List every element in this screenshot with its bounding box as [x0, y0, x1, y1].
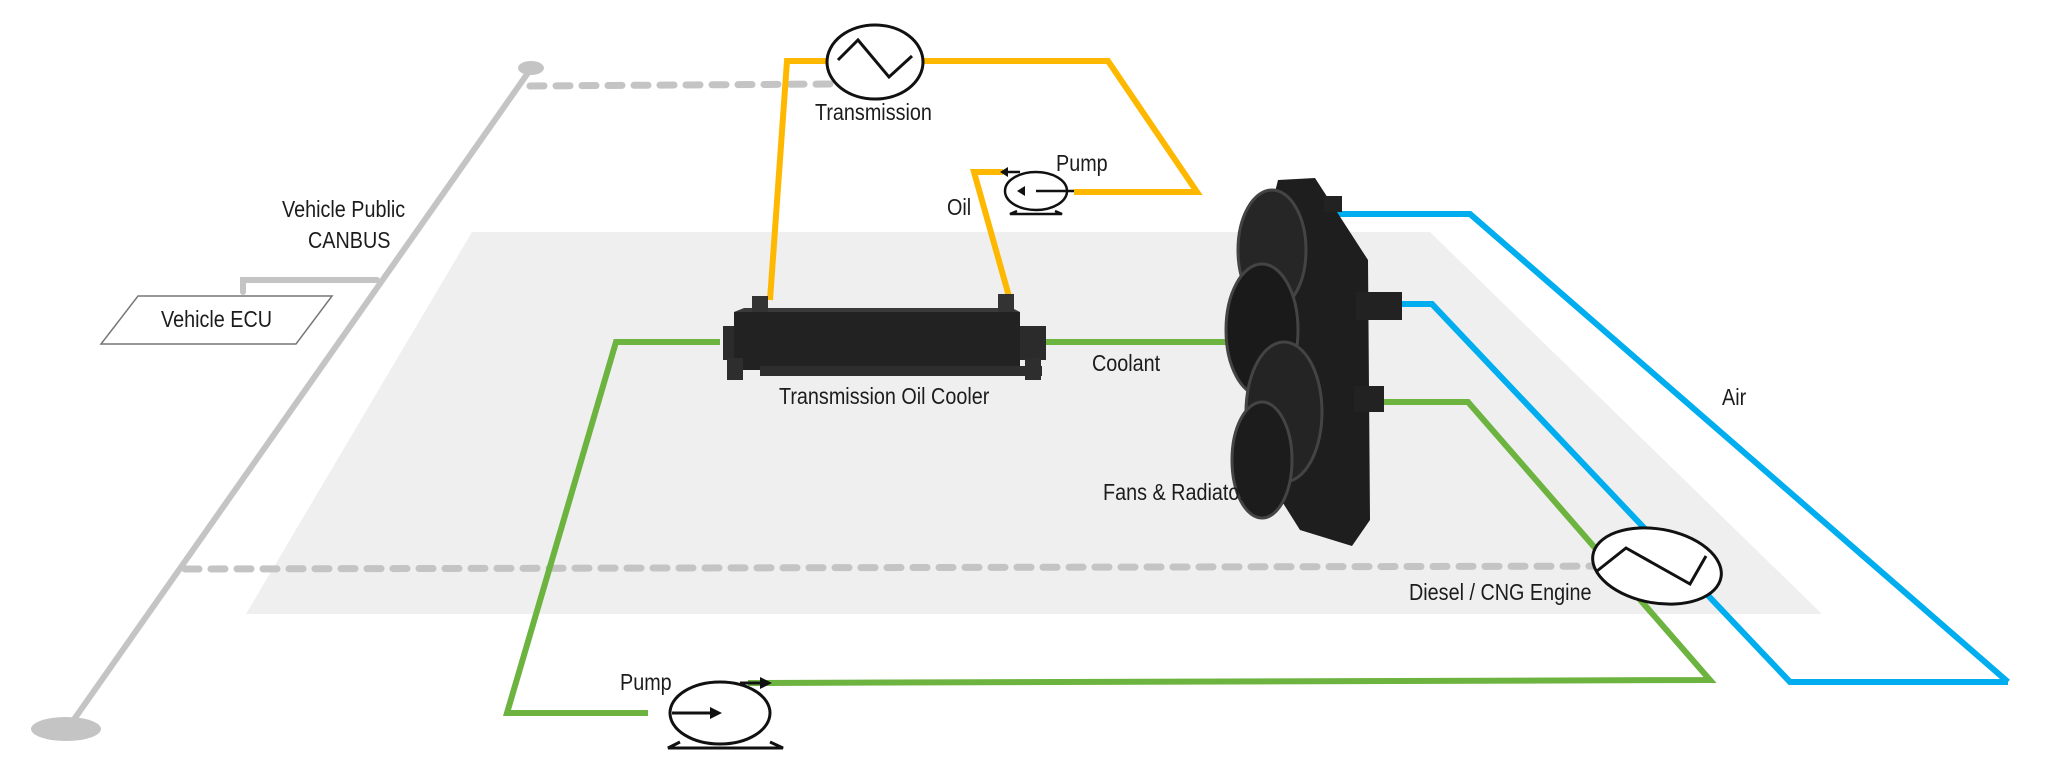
engine-heat-exchanger-icon	[1591, 526, 1723, 606]
ecu-link-line	[240, 277, 380, 295]
canbus-main-line	[65, 67, 533, 731]
oil-pump-label: Pump	[1056, 150, 1108, 176]
fans-radiator-label: Fans & Radiator	[1103, 479, 1246, 505]
canbus-bottom-terminal	[31, 717, 101, 741]
canbus-dashed-upper	[526, 80, 834, 90]
oil-label: Oil	[947, 194, 972, 220]
air-line-outer	[1330, 211, 2010, 685]
canbus-label-line2: CANBUS	[308, 227, 391, 253]
coolant-pump-label: Pump	[620, 669, 672, 695]
vehicle-ecu-box	[99, 295, 334, 345]
oil-line-pump-cooler	[970, 169, 1013, 301]
oil-line-top-left	[767, 58, 830, 301]
coolant-line-left	[502, 339, 720, 716]
vehicle-ecu-label: Vehicle ECU	[161, 306, 273, 332]
canbus-dashed-lower	[181, 562, 1664, 573]
air-line-inner	[1400, 301, 2008, 685]
vehicle-floor-plane	[246, 232, 1822, 614]
coolant-label: Coolant	[1092, 350, 1161, 376]
canbus-label-line1: Vehicle Public	[282, 196, 406, 222]
engine-label: Diesel / CNG Engine	[1409, 579, 1592, 605]
canbus-top-terminal	[518, 61, 544, 75]
air-loop	[1330, 211, 2010, 685]
fans-radiator-image	[1224, 178, 1402, 546]
coolant-pump-icon	[667, 677, 784, 750]
transmission-heat-exchanger-icon	[825, 23, 925, 101]
oil-cooler-label: Transmission Oil Cooler	[779, 383, 990, 409]
transmission-label: Transmission	[815, 99, 932, 125]
air-label: Air	[1722, 384, 1747, 410]
canbus-network	[65, 67, 1664, 731]
coolant-loop	[502, 339, 1717, 716]
oil-loop	[767, 58, 1203, 301]
transmission-oil-cooler-image	[723, 294, 1046, 380]
oil-pump-icon	[1000, 167, 1074, 216]
coolant-line-bottom	[747, 399, 1717, 686]
oil-line-top-right	[920, 58, 1203, 195]
